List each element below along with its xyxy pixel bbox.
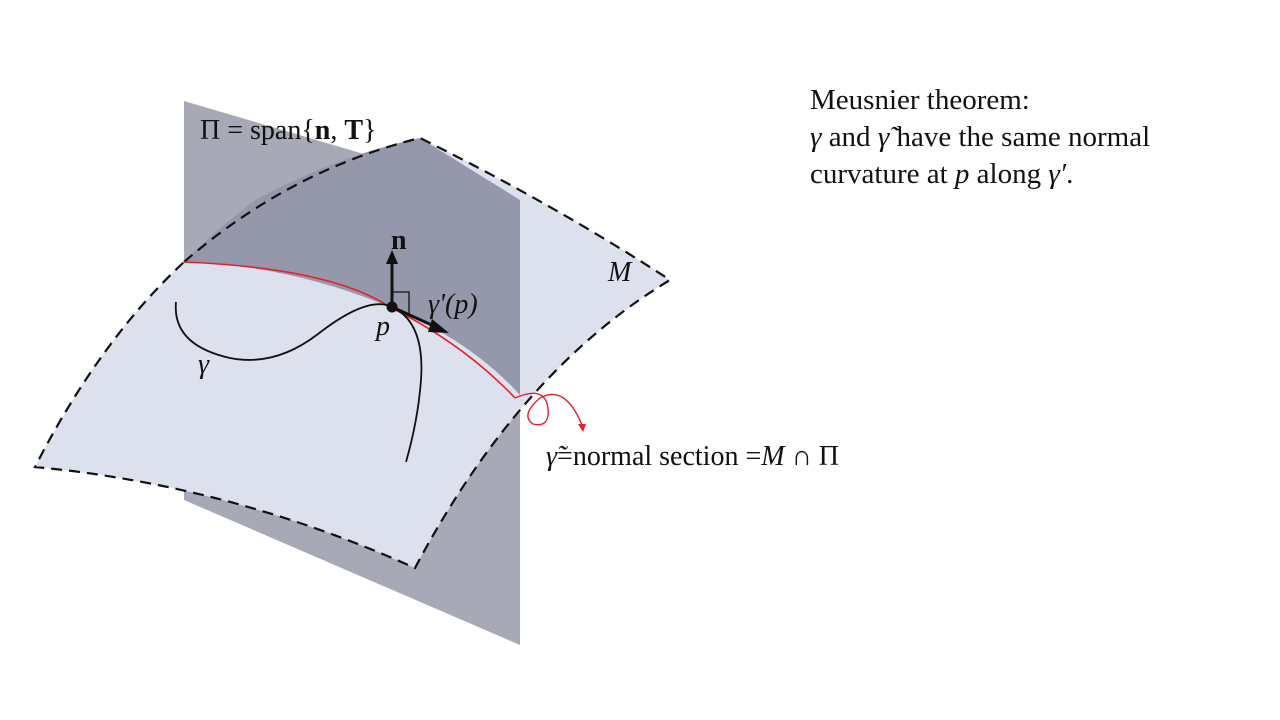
theorem-p: p — [954, 158, 970, 190]
normal-section-leader — [514, 392, 583, 426]
curve-gamma-label: γ — [198, 349, 210, 380]
tangent-label: γ'(p) — [428, 289, 478, 320]
normal-section-leader-arrowhead — [578, 424, 586, 432]
tangent-vector — [391, 305, 437, 329]
surface-label: M — [607, 257, 633, 288]
plane-label: Π = span{n, T} — [200, 115, 377, 146]
theorem-gamma-prime: γ′ — [1048, 158, 1067, 190]
normal-section-label: γ̃=normal section =M ∩ Π — [546, 441, 839, 472]
theorem-gamma: γ — [810, 121, 822, 153]
point-p-dot — [386, 301, 398, 313]
normal-label: n — [391, 225, 407, 256]
theorem-line-3: curvature at p along γ′. — [810, 156, 1250, 193]
theorem-and: and — [821, 121, 878, 153]
theorem-line2-rest: have the same normal — [889, 121, 1151, 153]
theorem-text: Meusnier theorem: γ and γ̃ have the same… — [810, 82, 1250, 193]
normal-vector-arrowhead — [386, 250, 398, 264]
theorem-line3-end: . — [1066, 158, 1074, 190]
curve-gamma — [174, 301, 423, 463]
tangent-vector-arrowhead — [428, 319, 449, 333]
theorem-line3-start: curvature at — [810, 158, 955, 190]
surface-boundary — [33, 136, 673, 570]
theorem-line-2: γ and γ̃ have the same normal — [810, 119, 1250, 156]
theorem-line3-mid: along — [969, 158, 1049, 190]
theorem-title: Meusnier theorem: — [810, 84, 1030, 116]
normal-plane-overlap — [184, 138, 520, 395]
point-label: p — [374, 311, 390, 342]
right-angle-marker — [393, 291, 410, 314]
theorem-gamma-tilde: γ̃ — [877, 121, 890, 153]
